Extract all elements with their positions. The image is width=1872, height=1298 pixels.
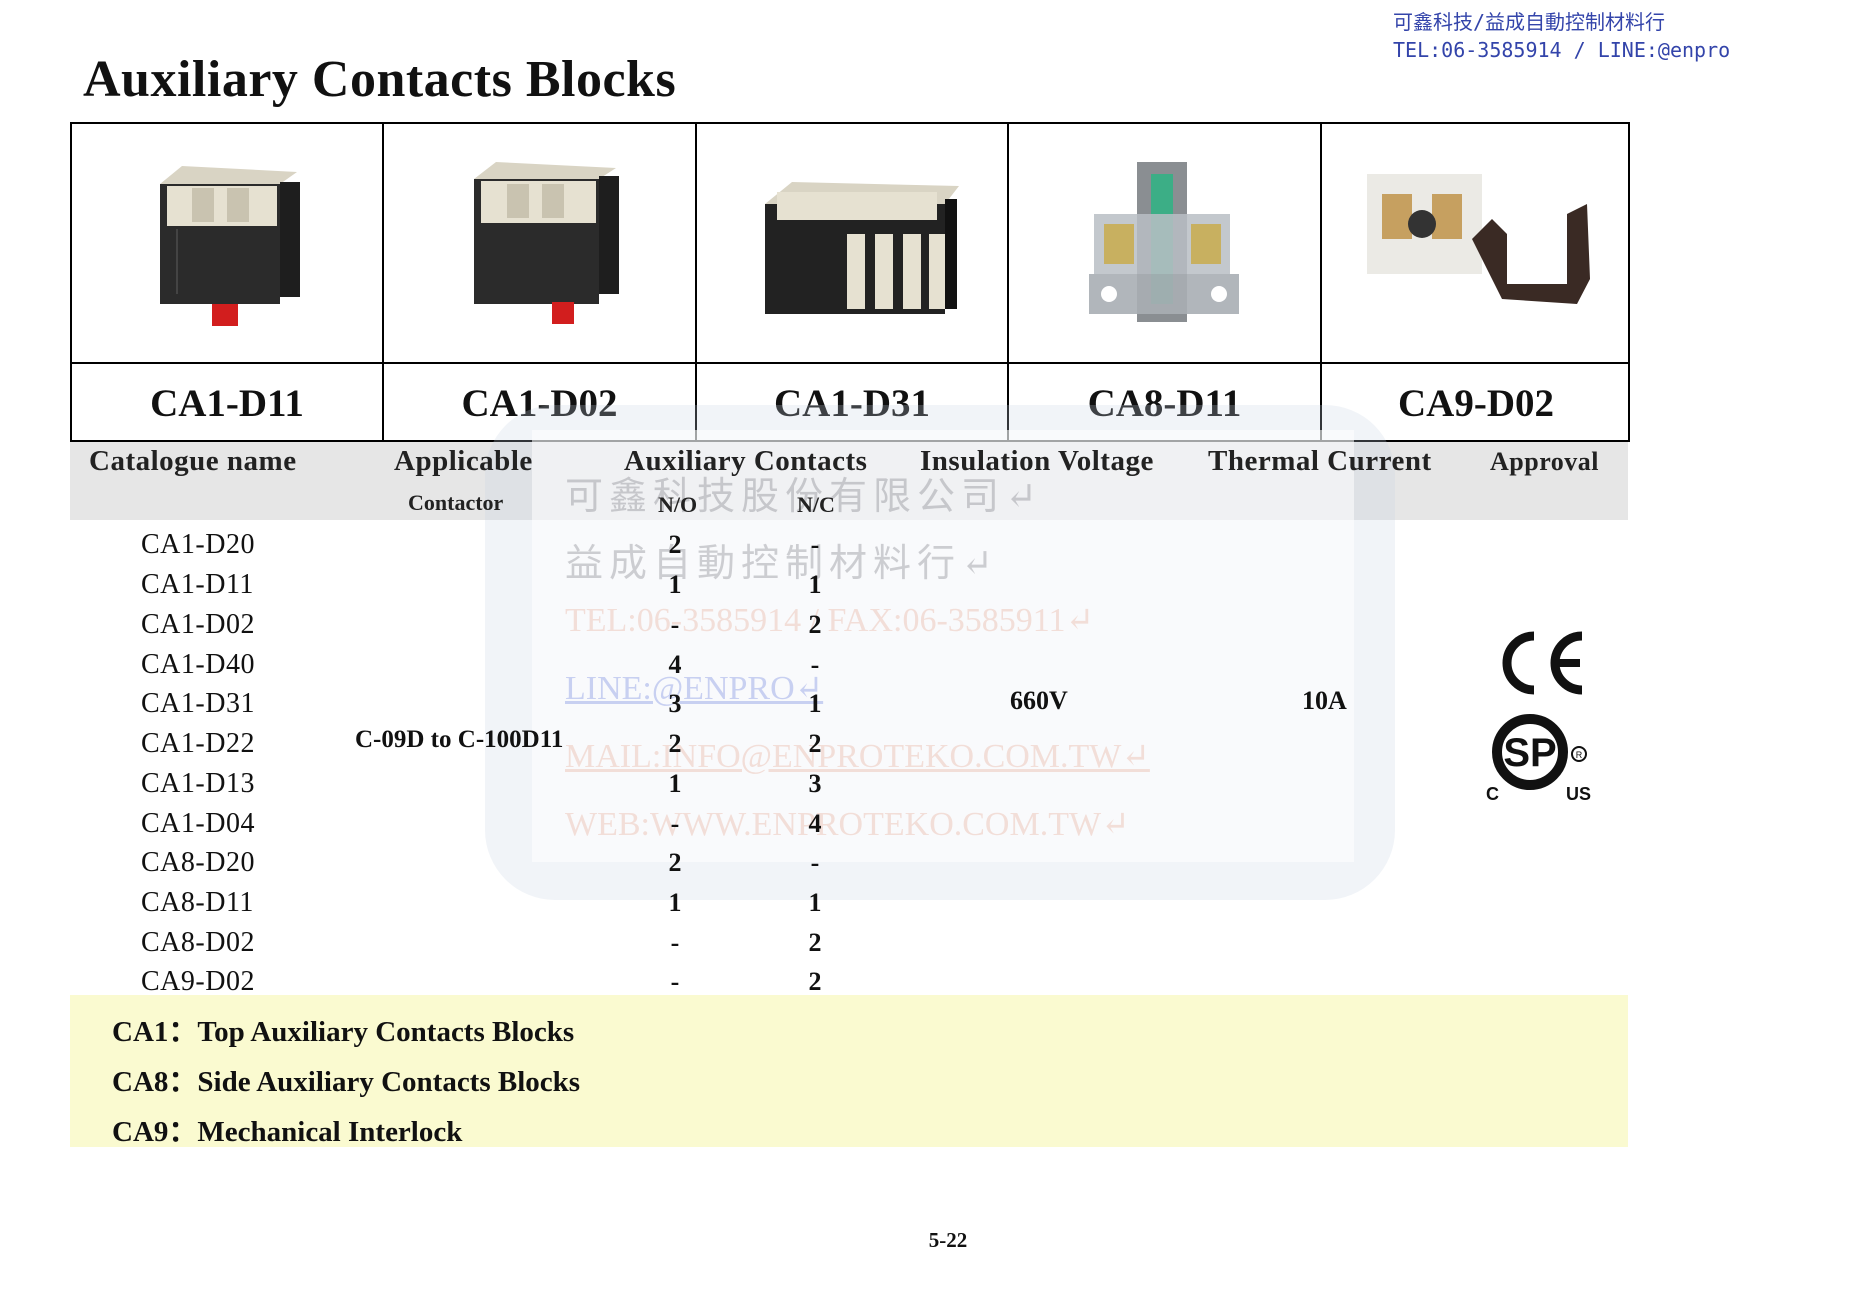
catalogue-cell: CA1-D40 (141, 649, 255, 680)
no-cell: 3 (668, 689, 682, 718)
nc-cell: 2 (808, 729, 822, 758)
no-cell: 1 (668, 769, 682, 798)
nc-cell: 1 (808, 888, 822, 917)
nc-cell: 1 (808, 689, 822, 718)
header-catalogue-name: Catalogue name (89, 445, 297, 477)
contact-block-image (765, 182, 959, 314)
svg-text:R: R (1576, 750, 1583, 760)
catalogue-cell: CA8-D11 (141, 887, 254, 918)
catalogue-cell: CA8-D20 (141, 847, 255, 878)
product-image-cell (697, 124, 1009, 362)
contact-block-image (474, 162, 619, 324)
catalogue-cell: CA1-D22 (141, 728, 255, 759)
product-name: CA1-D11 (72, 362, 384, 442)
ce-mark-icon: CE (1496, 628, 1596, 698)
company-header: 可鑫科技/益成自動控制材料行 TEL:06-3585914 / LINE:@en… (1393, 8, 1853, 64)
header-approval: Approval (1490, 447, 1599, 476)
no-cell: 2 (668, 530, 682, 559)
no-cell: 2 (668, 848, 682, 877)
nc-cell: 2 (808, 928, 822, 957)
nc-cell: 2 (808, 967, 822, 996)
insulation-voltage-value: 660V (1010, 686, 1068, 715)
catalogue-cell: CA1-D13 (141, 768, 255, 799)
catalogue-cell: CA1-D31 (141, 688, 255, 719)
csa-mark-icon: SP R C US (1482, 712, 1602, 812)
nc-cell: - (810, 650, 820, 679)
catalogue-cell: CA1-D11 (141, 569, 254, 600)
nc-cell: - (810, 848, 820, 877)
product-image-cell (1322, 124, 1630, 362)
csa-c-label: C (1486, 784, 1499, 804)
product-name: CA9-D02 (1322, 362, 1630, 442)
company-contact: TEL:06-3585914 / LINE:@enpro (1393, 38, 1731, 62)
thermal-current-value: 10A (1302, 686, 1347, 715)
product-name: CA8-D11 (1009, 362, 1322, 442)
header-auxiliary-contacts: Auxiliary Contacts (624, 445, 868, 477)
no-cell: 1 (668, 570, 682, 599)
watermark-line: LINE:@ENPRO↵ (565, 670, 824, 707)
nc-cell: 3 (808, 769, 822, 798)
product-image-cell (72, 124, 384, 362)
header-no: N/O (658, 492, 698, 517)
product-image-cell (1009, 124, 1322, 362)
product-image-table: CA1-D11 CA1-D02 CA1-D31 CA8-D11 CA9-D02 (70, 122, 1630, 442)
catalogue-cell: CA9-D02 (141, 966, 255, 997)
product-name: CA1-D02 (384, 362, 697, 442)
no-cell: 1 (668, 888, 682, 917)
page-title: Auxiliary Contacts Blocks (83, 51, 677, 108)
nc-cell: 4 (808, 809, 822, 838)
note-line: CA1：Top Auxiliary Contacts Blocks (112, 1016, 575, 1048)
nc-cell: 1 (808, 570, 822, 599)
catalogue-cell: CA1-D20 (141, 529, 255, 560)
side-block-image (1089, 162, 1239, 322)
product-name: CA1-D31 (697, 362, 1009, 442)
watermark-line: 益成自動控制材料行↵ (565, 543, 999, 585)
nc-cell: - (810, 530, 820, 559)
header-thermal-current: Thermal Current (1208, 445, 1432, 477)
nc-cell: 2 (808, 610, 822, 639)
applicable-contactor-value: C-09D to C-100D11 (355, 726, 564, 753)
note-line: CA8：Side Auxiliary Contacts Blocks (112, 1066, 581, 1098)
svg-text:SP: SP (1503, 731, 1556, 775)
note-line: CA9：Mechanical Interlock (112, 1116, 463, 1148)
no-cell: 2 (668, 729, 682, 758)
no-cell: - (670, 610, 680, 639)
header-applicable: Applicable (394, 445, 533, 477)
watermark-line: MAIL:INFO@ENPROTEKO.COM.TW↵ (565, 738, 1150, 775)
header-nc: N/C (797, 492, 835, 517)
interlock-image (1367, 174, 1590, 304)
notes-box (70, 995, 1628, 1147)
watermark-line: TEL:06-3585914 / FAX:06-3585911↵ (565, 602, 1095, 639)
no-cell: 4 (668, 650, 682, 679)
no-cell: - (670, 809, 680, 838)
header-contactor: Contactor (408, 490, 504, 515)
watermark-line: 可鑫科技股份有限公司↵ (565, 476, 1043, 518)
catalogue-cell: CA1-D04 (141, 808, 255, 839)
catalogue-cell: CA8-D02 (141, 927, 255, 958)
product-image-cell (384, 124, 697, 362)
no-cell: - (670, 928, 680, 957)
csa-us-label: US (1566, 784, 1592, 804)
watermark-panel (532, 430, 1354, 862)
watermark-line: WEB:WWW.ENPROTEKO.COM.TW↵ (565, 806, 1130, 843)
page-number: 5-22 (928, 1228, 968, 1252)
header-insulation-voltage: Insulation Voltage (920, 445, 1154, 477)
contact-block-image (160, 166, 300, 326)
no-cell: - (670, 967, 680, 996)
company-name: 可鑫科技/益成自動控制材料行 (1393, 10, 1666, 34)
catalogue-cell: CA1-D02 (141, 609, 255, 640)
